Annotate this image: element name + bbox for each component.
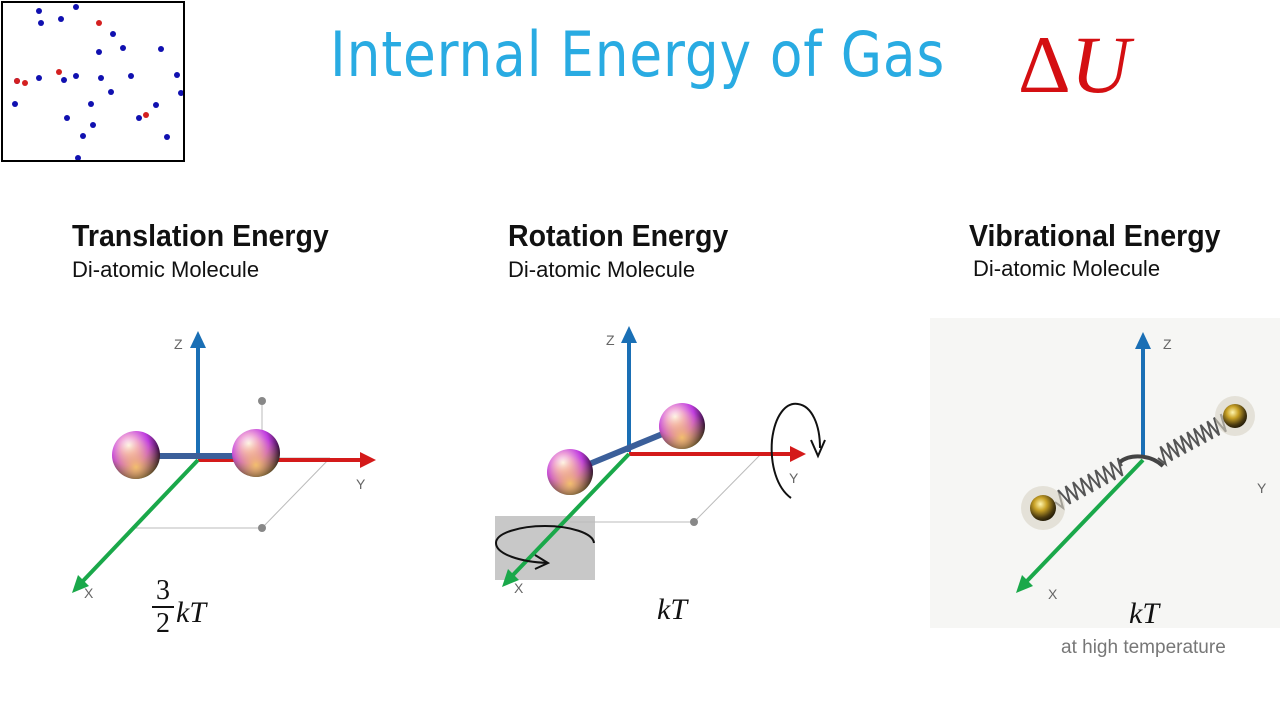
y-axis-arrowhead: [360, 452, 376, 468]
gas-particle-blue: [158, 46, 164, 52]
gas-particle-blue: [36, 75, 42, 81]
gas-particle-blue: [80, 133, 86, 139]
gas-particle-blue: [174, 72, 180, 78]
gas-particle-blue: [73, 4, 79, 10]
u-symbol: U: [1070, 19, 1130, 110]
fraction-three-halves: 3 2: [150, 576, 176, 640]
gas-particle-blue: [178, 90, 184, 96]
translation-reference-box: [135, 401, 331, 529]
translation-subtitle: Di-atomic Molecule: [72, 257, 260, 282]
atom-right: [1215, 396, 1255, 436]
x-axis-label: X: [514, 580, 524, 596]
x-axis-arrowhead: [1016, 575, 1033, 593]
vibrational-formula: kT: [1129, 597, 1159, 630]
x-axis: [80, 458, 200, 584]
x-rotation-arrow: [494, 524, 595, 564]
z-axis-arrowhead: [190, 331, 206, 348]
y-rotation-arrow: [770, 402, 821, 499]
rotation-title: Rotation Energy: [508, 218, 729, 253]
x-axis-label: X: [1048, 586, 1058, 602]
spring-coil: [1054, 457, 1124, 511]
delta-symbol: Δ: [1018, 19, 1071, 110]
gas-particle-blue: [108, 89, 114, 95]
gas-particle-blue: [136, 115, 142, 121]
gas-particle-blue: [110, 31, 116, 37]
gas-particle-red: [143, 112, 149, 118]
rotation-reference-box: [570, 454, 761, 523]
rotation-subtitle: Di-atomic Molecule: [508, 257, 696, 282]
atom-left: [112, 431, 160, 479]
y-rotation-arrowhead: [810, 439, 826, 459]
high-temperature-note: at high temperature: [1061, 637, 1226, 658]
reference-point: [258, 524, 266, 532]
delta-u-symbol: ΔU: [1018, 18, 1130, 112]
gas-particle-blue: [36, 8, 42, 14]
atom-right: [232, 429, 280, 477]
gas-particle-blue: [12, 101, 18, 107]
rotation-formula: kT: [657, 593, 687, 626]
gas-particle-blue: [164, 134, 170, 140]
spring-coil: [1157, 413, 1227, 467]
fraction-bar: [152, 606, 174, 608]
y-axis-label: Y: [789, 470, 799, 486]
gas-particle-blue: [96, 49, 102, 55]
z-axis-arrowhead: [621, 326, 637, 343]
gas-particle-blue: [90, 122, 96, 128]
gas-particles-box: [1, 1, 185, 162]
atom-top: [659, 403, 705, 449]
vibrational-spring: [1054, 413, 1227, 511]
atom-bottom: [547, 449, 593, 495]
x-axis-arrowhead: [72, 575, 89, 593]
z-axis-arrowhead: [1135, 332, 1151, 349]
gas-particle-blue: [38, 20, 44, 26]
translation-diagram: Z Y X: [72, 331, 376, 601]
x-rotation-arrowhead: [534, 554, 551, 570]
x-axis: [510, 452, 631, 578]
gas-particle-red: [14, 78, 20, 84]
gas-particle-red: [96, 20, 102, 26]
center-bond-arc: [1118, 454, 1165, 468]
gas-particle-blue: [120, 45, 126, 51]
gas-particle-blue: [73, 73, 79, 79]
gas-particle-blue: [128, 73, 134, 79]
fraction-numerator: 3: [156, 575, 170, 606]
vibrational-title: Vibrational Energy: [969, 218, 1221, 253]
reference-point: [258, 397, 266, 405]
x-axis: [1024, 458, 1145, 584]
atom-left: [1021, 486, 1065, 530]
gas-particle-blue: [88, 101, 94, 107]
page-title: Internal Energy of Gas: [330, 18, 946, 91]
y-axis-label: Y: [356, 476, 366, 492]
gas-particle-red: [22, 80, 28, 86]
fraction-denominator: 2: [156, 607, 170, 639]
gas-particles-illustration: [12, 4, 184, 161]
x-axis-label: X: [84, 585, 94, 601]
gas-particle-red: [56, 69, 62, 75]
vibrational-subtitle: Di-atomic Molecule: [973, 256, 1161, 281]
translation-title: Translation Energy: [72, 218, 329, 253]
translation-formula: kT: [176, 596, 206, 629]
y-axis-arrowhead: [790, 446, 806, 462]
y-axis-label: Y: [1257, 480, 1267, 496]
gas-particle-blue: [153, 102, 159, 108]
x-axis-arrowhead: [502, 569, 519, 587]
gas-particle-blue: [61, 77, 67, 83]
z-axis-label: Z: [606, 332, 615, 348]
gas-particle-blue: [58, 16, 64, 22]
gas-particle-blue: [98, 75, 104, 81]
reference-point: [690, 518, 698, 526]
rotation-diagram: Z Y X: [494, 326, 826, 596]
z-axis-label: Z: [174, 336, 183, 352]
gas-particle-blue: [64, 115, 70, 121]
z-axis-label: Z: [1163, 336, 1172, 352]
vibrational-diagram: Z Y X: [930, 318, 1280, 628]
gas-particle-blue: [75, 155, 81, 161]
